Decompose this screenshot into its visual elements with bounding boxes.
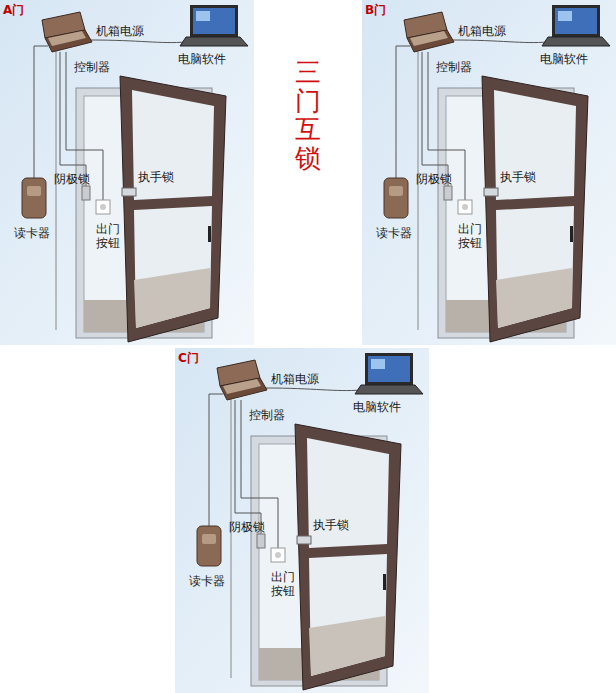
device-label: 机箱电源 [96,24,144,38]
device-label: 执手锁 [138,170,174,184]
device-label: 机箱电源 [271,372,319,386]
door-panel: C门机箱电源控制器 电脑软件阴极锁 执手锁读卡器 出门 按钮 [175,348,429,693]
device-label: 电脑软件 [540,52,588,66]
device-label: 控制器 [249,408,285,422]
device-label: 出门 按钮 [96,222,122,251]
device-label: 读卡器 [376,226,412,240]
title: 三门互锁 [295,58,321,172]
device-label: 阴极锁 [54,172,90,186]
device-label: 读卡器 [14,226,50,240]
device-label: 出门 按钮 [458,222,484,251]
device-label: 执手锁 [313,518,349,532]
panel-heading: A门 [3,3,24,17]
device-label: 电脑软件 [353,400,401,414]
device-label: 电脑软件 [178,52,226,66]
device-label: 控制器 [74,60,110,74]
device-label: 阴极锁 [229,520,265,534]
device-label: 控制器 [436,60,472,74]
panel-heading: B门 [365,3,386,17]
device-label: 阴极锁 [416,172,452,186]
door-panel: B门机箱电源控制器 电脑软件阴极锁 执手锁读卡器 出门 按钮 [362,0,616,345]
device-label: 执手锁 [500,170,536,184]
device-label: 读卡器 [189,574,225,588]
device-label: 出门 按钮 [271,570,297,599]
panel-heading: C门 [178,351,199,365]
device-label: 机箱电源 [458,24,506,38]
door-panel: A门机箱电源控制器 电脑软件阴极锁 执手锁读卡器 出门 按钮 [0,0,254,345]
